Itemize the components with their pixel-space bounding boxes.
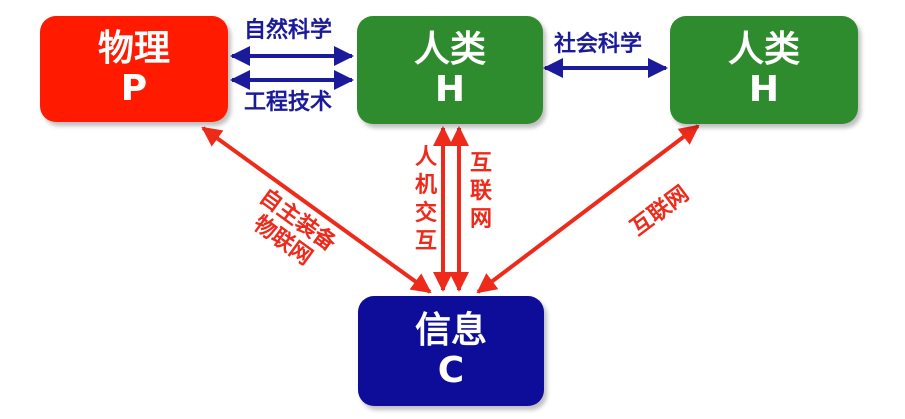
node-human-left-name: 人类 — [413, 29, 486, 70]
node-human-right-name: 人类 — [727, 29, 800, 70]
arrow-internet-right — [476, 124, 700, 294]
arrow-iot — [201, 126, 432, 294]
node-info: 信息 C — [358, 296, 544, 406]
node-info-letter: C — [437, 350, 465, 391]
node-human-right-letter: H — [748, 69, 780, 110]
label-hci: 人机交互 — [414, 145, 437, 254]
node-physical-name: 物理 — [97, 28, 170, 69]
node-human-left-letter: H — [434, 69, 466, 110]
node-human-left: 人类 H — [357, 16, 543, 124]
label-social-science: 社会科学 — [554, 32, 643, 57]
label-internet-center: 互联网 — [469, 151, 492, 232]
node-info-name: 信息 — [414, 310, 487, 351]
label-engineering: 工程技术 — [244, 90, 333, 115]
label-natural-science: 自然科学 — [244, 18, 333, 43]
node-human-right: 人类 H — [670, 16, 858, 124]
node-physical: 物理 P — [40, 16, 228, 122]
node-physical-letter: P — [120, 68, 148, 109]
